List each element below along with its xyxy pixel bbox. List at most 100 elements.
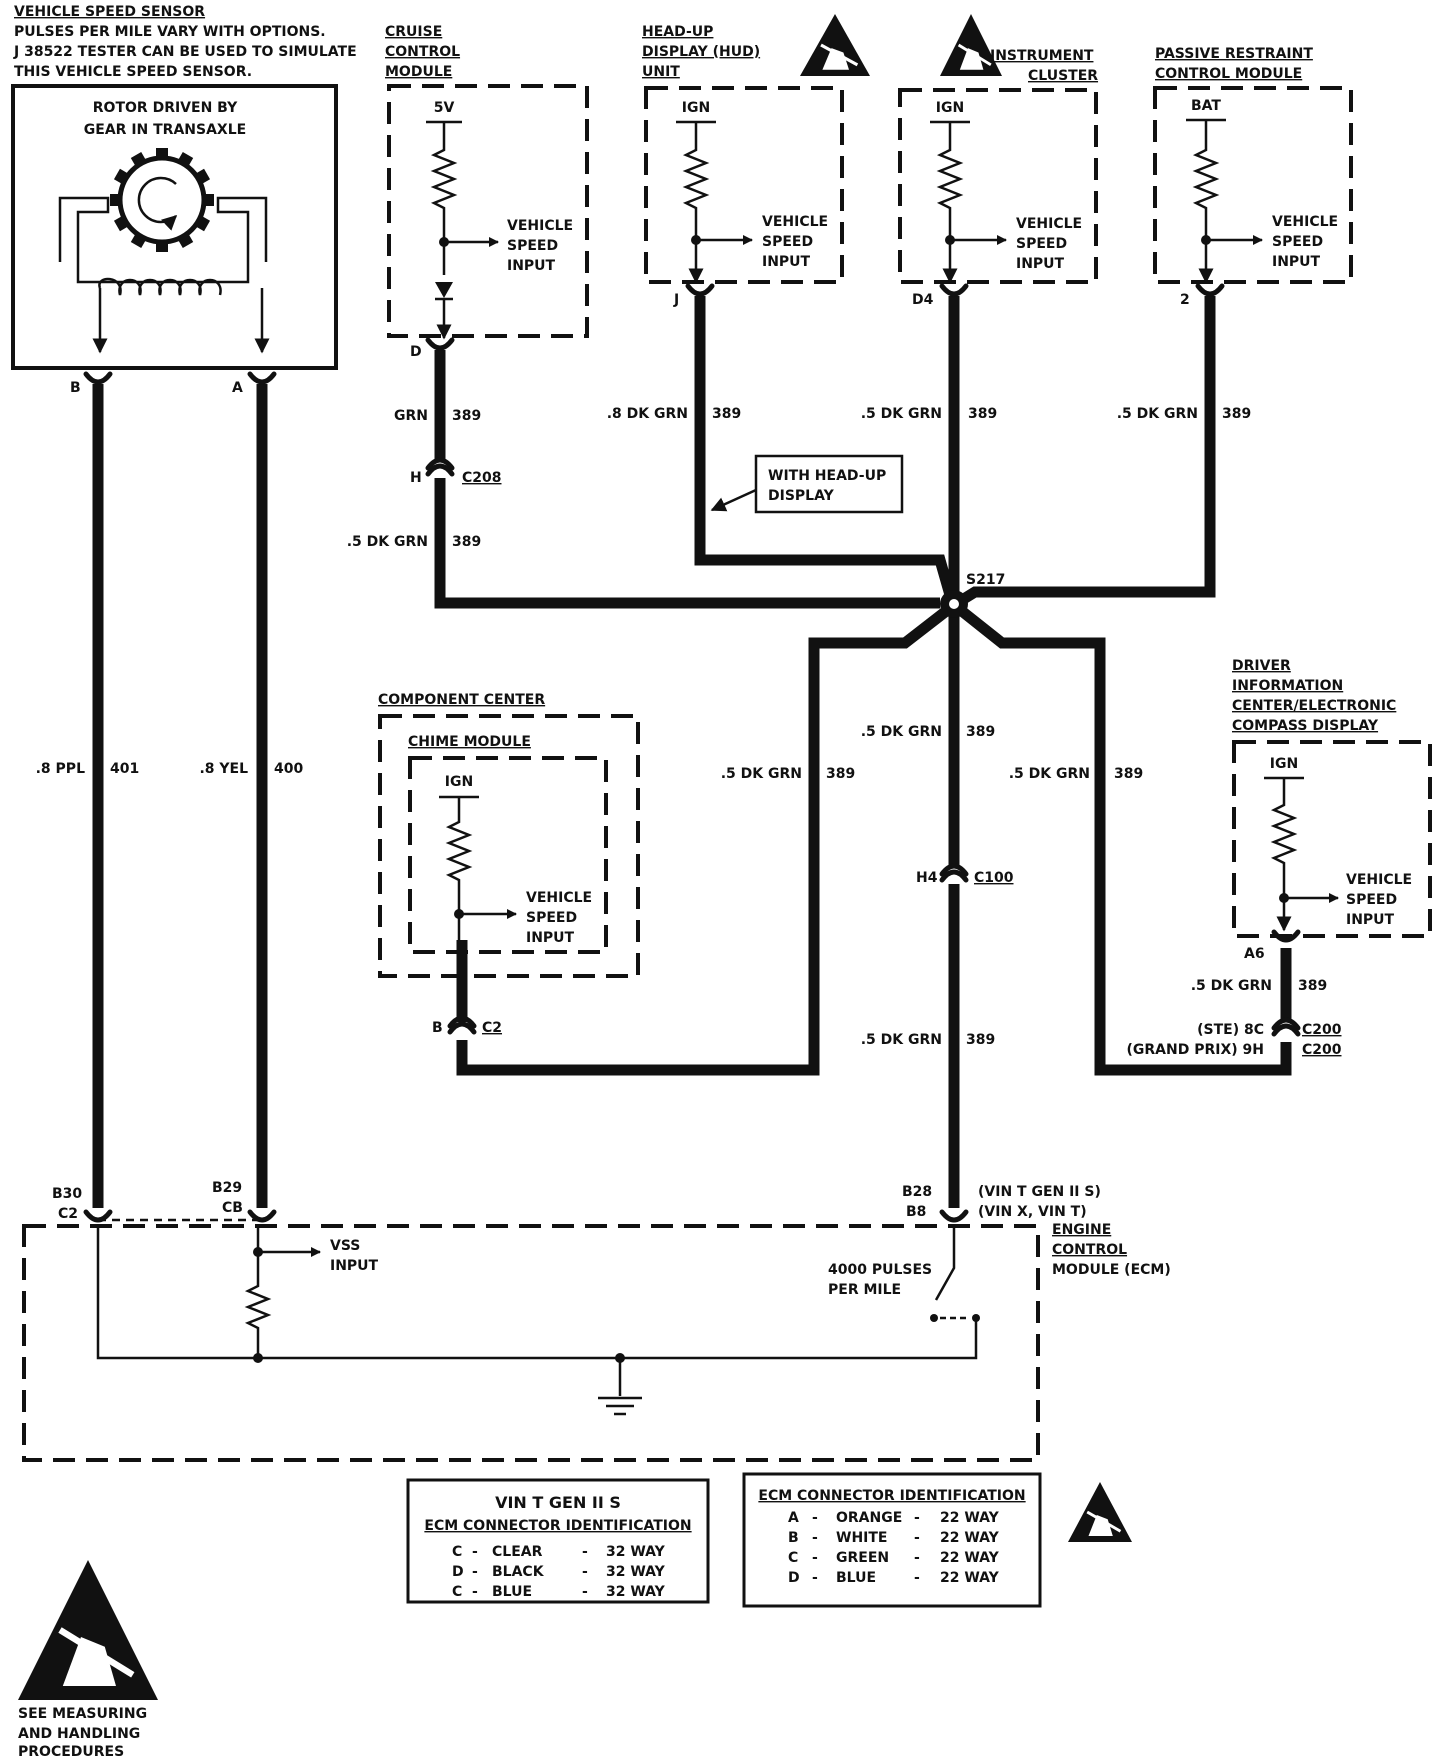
table2-row-dash: - [914,1570,920,1586]
cluster-pin: D4 [912,292,934,308]
ecm-pulses-2: PER MILE [828,1282,901,1298]
cruise-control-module: CRUISE CONTROL MODULE 5V VEHICLE SPEED I… [385,24,589,360]
wire-401-gauge: .8 PPL [36,761,85,777]
connector-cruise-d-icon [425,337,455,351]
instrument-cluster: INSTRUMENT CLUSTER IGN VEHICLE SPEED INP… [898,48,1098,308]
hud-out-2: SPEED [762,234,813,250]
ecm-pin-b8: B8 [906,1204,926,1220]
dic-out-3: INPUT [1346,912,1395,928]
ecm-vss-resistor [244,1278,272,1358]
hud-wire-circuit: 389 [712,406,741,422]
restraint-out-1: VEHICLE [1272,214,1338,230]
table1-row-size: 32 WAY [606,1544,666,1560]
table2-row-color: BLUE [836,1570,876,1586]
table2-row-sep: - [812,1550,818,1566]
wire-400-gauge: .8 YEL [199,761,248,777]
restraint-wire-gauge: .5 DK GRN [1117,406,1198,422]
dic-box [1232,740,1432,938]
cruise-diode-icon [435,282,453,298]
ecm-title-2: CONTROL [1052,1242,1127,1258]
restraint-out-3: INPUT [1272,254,1321,270]
cluster-wire-gauge: .5 DK GRN [861,406,942,422]
restraint-pullup-resistor [1192,120,1220,284]
dic-out-1: VEHICLE [1346,872,1412,888]
table1-subtitle: ECM CONNECTOR IDENTIFICATION [424,1518,691,1534]
wire-401-circuit: 401 [110,761,139,777]
chime-out-1: VEHICLE [526,890,592,906]
cluster-supply: IGN [936,100,964,116]
hud-title-1: HEAD-UP [642,24,713,40]
restraint-title-2: CONTROL MODULE [1155,66,1302,82]
ecm-pin-b29: B29 [212,1180,242,1196]
hud-supply: IGN [682,100,710,116]
connector-ecm-b28-icon [939,1209,969,1223]
sensor-note-1: PULSES PER MILE VARY WITH OPTIONS. [14,24,326,40]
restraint-pin: 2 [1180,292,1190,308]
ecm-note-b8: (VIN X, VIN T) [978,1204,1087,1220]
dic-title-4: COMPASS DISPLAY [1232,718,1379,734]
hud-pin: J [673,292,679,308]
wire-389-chime [456,607,949,1076]
cluster-out-1: VEHICLE [1016,216,1082,232]
dic-wire2-circuit: 389 [1114,766,1143,782]
ecm-connector-table: ECM CONNECTOR IDENTIFICATION A-ORANGE-22… [742,1472,1042,1608]
table2-row-dash: - [914,1530,920,1546]
wire-389-restraint [959,296,1216,605]
rotor-label-1: ROTOR DRIVEN BY [93,100,238,116]
ecm-note-b28: (VIN T GEN II S) [978,1184,1101,1200]
ecm-pulses-1: 4000 PULSES [828,1262,932,1278]
esd-note: SEE MEASURING AND HANDLING PROCEDURES [18,1706,147,1758]
dic-pin: A6 [1244,946,1265,962]
table1-row-sep: - [472,1564,478,1580]
center-wire1-circuit: 389 [966,724,995,740]
table2-row-sep: - [812,1510,818,1526]
vin-t-connector-table: VIN T GEN II S ECM CONNECTOR IDENTIFICAT… [406,1478,710,1604]
restraint-box [1153,86,1353,284]
vehicle-speed-sensor: VEHICLE SPEED SENSOR PULSES PER MILE VAR… [11,4,357,370]
sensor-pin-b: B [70,380,81,396]
table1-row-color: BLUE [492,1584,532,1600]
sensor-housing [11,84,338,370]
connector-c100-icon [939,863,969,877]
wire-labels: B A .8 PPL 401 .8 YEL 400 GRN 389 H C208… [36,380,1342,1058]
component-center-title: COMPONENT CENTER [378,692,545,708]
connector-c200-icon [1271,1017,1301,1031]
table2-row-color: ORANGE [836,1510,902,1526]
hud-pullup-resistor [682,122,710,284]
cruise-pin: D [410,344,422,360]
c200-name-1: C200 [1302,1022,1342,1038]
c100-name: C100 [974,870,1014,886]
dic-wire-circuit: 389 [1298,978,1327,994]
cruise-out-3: INPUT [507,258,556,274]
head-up-display-unit: HEAD-UP DISPLAY (HUD) UNIT IGN VEHICLE S… [642,24,844,308]
dic-title-1: DRIVER [1232,658,1291,674]
driver-information-center: DRIVER INFORMATION CENTER/ELECTRONIC COM… [1232,658,1432,962]
cruise-out-2: SPEED [507,238,558,254]
connector-sensor-b-icon [83,371,113,385]
c200-name-2: C200 [1302,1042,1342,1058]
dic-wire2-gauge: .5 DK GRN [1009,766,1090,782]
hud-wire-gauge: .8 DK GRN [607,406,688,422]
ecm-box [22,1224,1040,1462]
chime-wire-gauge: .5 DK GRN [721,766,802,782]
connector-ecm-b29-icon [247,1209,277,1223]
table1-title: VIN T GEN II S [495,1493,621,1512]
ground-icon [598,1396,642,1416]
table2-row-letter: A [788,1510,799,1526]
c200-grand-prix: (GRAND PRIX) 9H [1127,1042,1265,1058]
ecm-vss-1: VSS [330,1238,360,1254]
cluster-out-3: INPUT [1016,256,1065,272]
table2-title: ECM CONNECTOR IDENTIFICATION [758,1488,1025,1504]
wire-389-dic [959,607,1292,1076]
table1-row-dash: - [582,1584,588,1600]
table2-row-dash: - [914,1510,920,1526]
table1-row-dash: - [582,1564,588,1580]
esd-line-3: PROCEDURES [18,1744,124,1758]
hud-note-1: WITH HEAD-UP [768,468,886,484]
sensor-pin-a: A [232,380,243,396]
table2-row-color: GREEN [836,1550,889,1566]
cruise-wire-gauge: GRN [394,408,428,424]
sensor-title: VEHICLE SPEED SENSOR [14,4,205,20]
rotor-gear-icon [110,148,214,252]
table2-row-size: 22 WAY [940,1570,1000,1586]
